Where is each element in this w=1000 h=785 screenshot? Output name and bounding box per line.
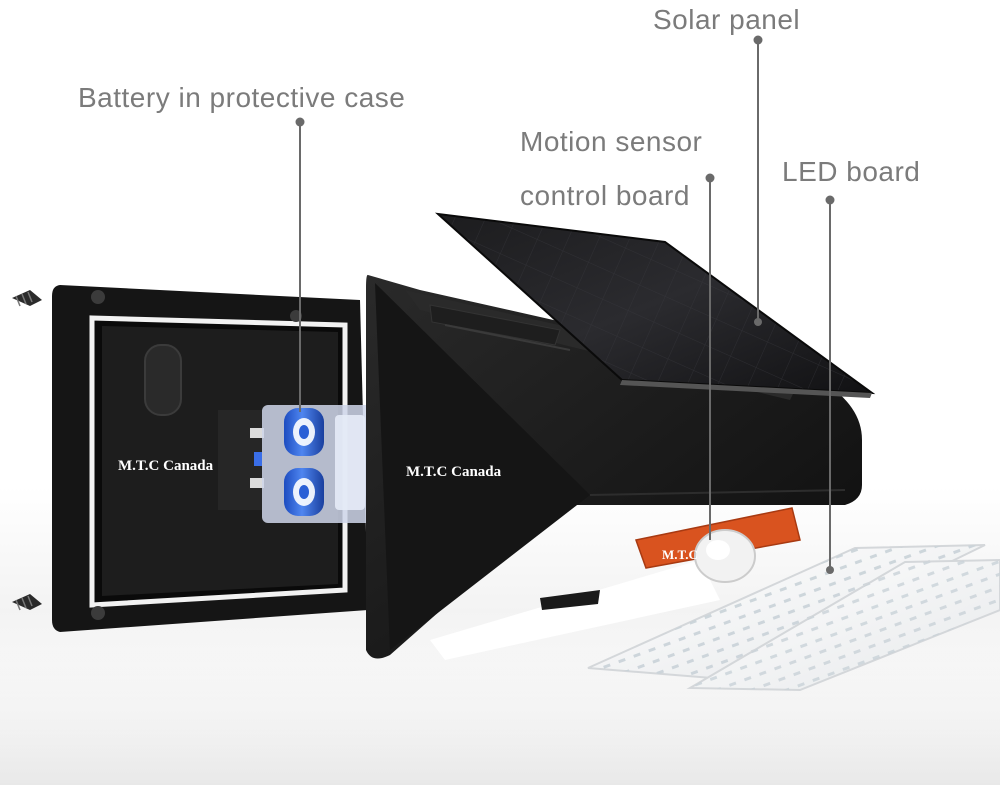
sensor-board-brand: M.T.C	[662, 547, 698, 562]
callout-solar-panel: Solar panel	[653, 4, 801, 35]
callout-motion-sensor-line2: control board	[520, 180, 690, 211]
solar-panel	[434, 212, 876, 398]
callout-led-board: LED board	[782, 156, 921, 187]
back-plate-brand: M.T.C Canada	[118, 458, 214, 474]
callout-battery: Battery in protective case	[78, 82, 406, 113]
leader-motion-sensor	[705, 173, 715, 540]
leader-battery	[295, 117, 305, 412]
back-plate	[52, 285, 368, 632]
leader-solar-panel	[753, 35, 763, 326]
front-housing-brand: M.T.C Canada	[406, 464, 502, 480]
battery-pack	[262, 405, 372, 523]
motion-sensor-board	[635, 507, 801, 583]
screw-bottom	[12, 594, 42, 611]
led-board-back	[686, 558, 1000, 692]
screw-top	[12, 290, 42, 307]
leader-led-board	[825, 195, 835, 574]
callout-motion-sensor-line1: Motion sensor	[520, 126, 703, 157]
